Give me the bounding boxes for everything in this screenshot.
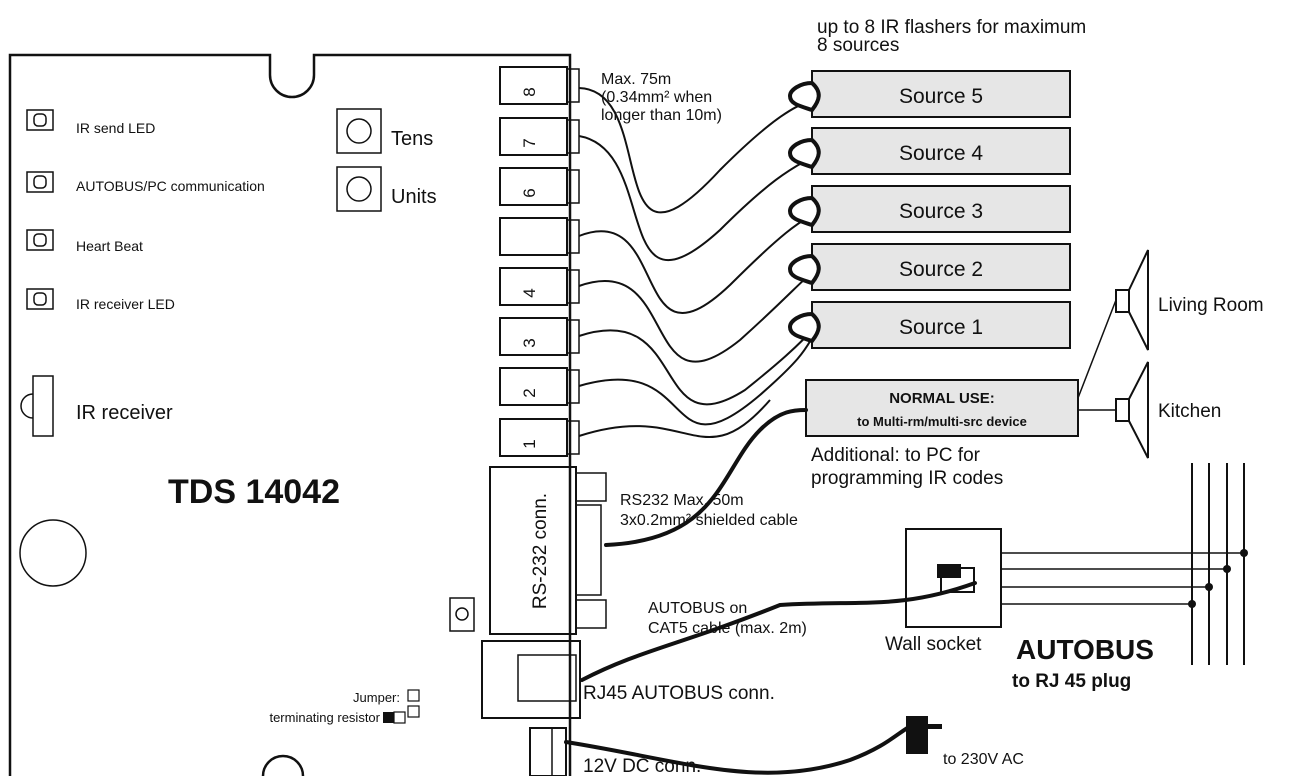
source-box: Source 4 [811, 127, 1071, 175]
ir-port-1[interactable]: 1 [499, 418, 580, 457]
port-number: 2 [520, 388, 539, 397]
source-box: Source 1 [811, 301, 1071, 349]
speaker-kitchen: Kitchen [1078, 361, 1221, 459]
switch-label: Units [391, 186, 437, 208]
led-heart-beat: Heart Beat [26, 229, 143, 254]
ir-receiver-label: IR receiver [76, 402, 173, 424]
port-number: 3 [520, 338, 539, 347]
source-label: Source 3 [899, 200, 983, 223]
led-list: IR send LED AUTOBUS/PC communication Hea… [26, 109, 265, 312]
jumper: Jumper: terminating resistor [269, 689, 420, 725]
led-autobus-pc: AUTOBUS/PC communication [26, 171, 265, 194]
ir-port-8[interactable]: 8 [499, 66, 580, 105]
cat5-cable [580, 581, 977, 682]
ir-port-2[interactable]: 2 [499, 367, 580, 406]
source-box: Source 2 [811, 243, 1071, 291]
room-label: Living Room [1158, 295, 1264, 316]
led-label: AUTOBUS/PC communication [76, 178, 265, 194]
ir-port-5[interactable] [499, 217, 580, 256]
port-number: 7 [520, 138, 539, 147]
flashers-header-line2: 8 sources [817, 35, 899, 56]
terminating-label: terminating resistor [269, 710, 380, 725]
source-label: Source 2 [899, 258, 983, 281]
switch-tens[interactable]: Tens [336, 108, 433, 154]
additional-line2: programming IR codes [811, 468, 1003, 489]
normal-use-label: NORMAL USE: [889, 390, 995, 407]
additional-line1: Additional: to PC for [811, 445, 981, 466]
multi-room-device: NORMAL USE: to Multi-rm/multi-src device [805, 379, 1079, 437]
max-length-line2: (0.34mm² when [601, 89, 712, 106]
source-label: Source 4 [899, 142, 983, 165]
power-cable [564, 720, 920, 775]
ir-port-6[interactable]: 6 [499, 167, 580, 206]
led-ir-receiver: IR receiver LED [26, 288, 175, 312]
switch-units[interactable]: Units [336, 166, 437, 212]
led-label: IR receiver LED [76, 296, 175, 312]
autobus-title: AUTOBUS [1016, 634, 1154, 665]
device-target-label: to Multi-rm/multi-src device [857, 414, 1027, 429]
autobus-cable-line1: AUTOBUS on [648, 600, 747, 617]
max-length-line3: longer than 10m) [601, 107, 722, 124]
power-plug-icon [906, 716, 942, 754]
switch-label: Tens [391, 128, 433, 150]
flashers-header-line1: up to 8 IR flashers for maximum [817, 17, 1086, 38]
port-number: 8 [520, 87, 539, 96]
ir-port-3[interactable]: 3 [499, 317, 580, 356]
dc-conn-label: 12V DC conn. [583, 756, 701, 776]
port-number: 1 [520, 439, 539, 448]
source-label: Source 5 [899, 85, 983, 108]
source-box: Source 3 [811, 185, 1071, 233]
flasher-cables [578, 87, 813, 438]
ir-receiver: IR receiver [20, 375, 173, 437]
autobus-bus [1001, 463, 1248, 665]
wall-socket: Wall socket [885, 528, 1002, 655]
jumper-label: Jumper: [353, 690, 400, 705]
port-number: 4 [520, 288, 539, 297]
board-title: TDS 14042 [168, 473, 340, 511]
autobus-cable-line2: CAT5 cable (max. 2m) [648, 620, 807, 637]
source-label: Source 1 [899, 316, 983, 339]
speaker-living-room: Living Room [1077, 249, 1264, 399]
rs232-cable-line2: 3x0.2mm² shielded cable [620, 512, 798, 529]
rs232-conn-label: RS-232 conn. [530, 493, 551, 609]
ir-port-7[interactable]: 7 [499, 117, 580, 156]
room-label: Kitchen [1158, 401, 1221, 422]
rj45-conn-label: RJ45 AUTOBUS conn. [583, 683, 775, 704]
autobus-rj45-label: to RJ 45 plug [1012, 671, 1131, 692]
rs232-connector[interactable]: RS-232 conn. [489, 466, 607, 635]
board [8, 53, 572, 776]
ir-port-4[interactable]: 4 [499, 267, 580, 306]
ir-flasher-heads [787, 80, 821, 344]
led-label: IR send LED [76, 120, 155, 136]
rs232-cable-line1: RS232 Max. 50m [620, 492, 744, 509]
rj45-connector[interactable]: RJ45 AUTOBUS conn. [481, 640, 775, 719]
led-label: Heart Beat [76, 238, 143, 254]
ac-label: to 230V AC [943, 751, 1024, 768]
mounting-hole [19, 519, 87, 587]
source-box: Source 5 [811, 70, 1071, 118]
reset-button[interactable] [449, 597, 475, 632]
led-ir-send: IR send LED [26, 109, 155, 136]
port-number: 6 [520, 188, 539, 197]
wall-socket-label: Wall socket [885, 634, 982, 655]
rs232-cable [604, 408, 808, 547]
max-length-line1: Max. 75m [601, 71, 671, 88]
